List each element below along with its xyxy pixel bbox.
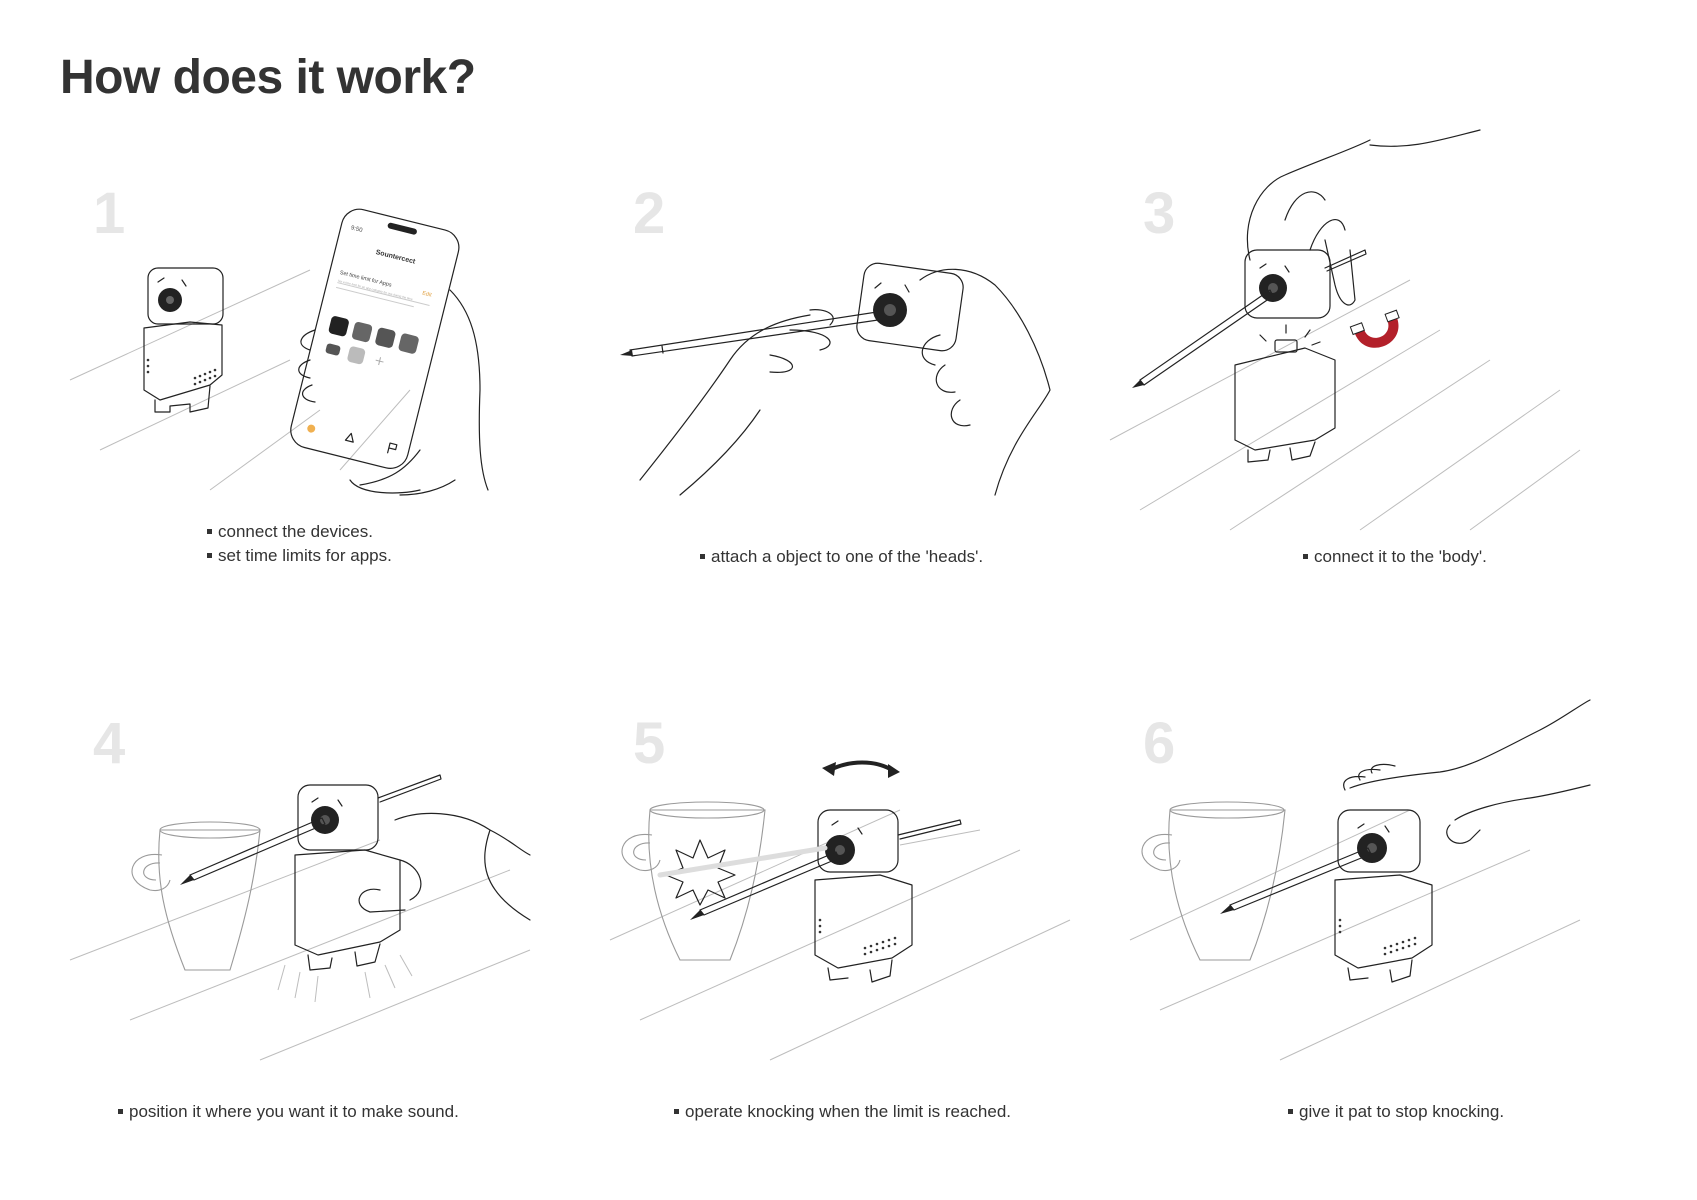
step-3-illustration bbox=[1109, 129, 1581, 531]
caption-text: operate knocking when the limit is reach… bbox=[685, 1102, 1012, 1121]
add-icon bbox=[375, 357, 384, 366]
mug-icon bbox=[621, 801, 766, 961]
step-1-caption: connect the devices. set time limits for… bbox=[207, 520, 392, 568]
step-4: 4 position it where you want it to make bbox=[60, 680, 620, 1200]
pencil-icon bbox=[1220, 847, 1372, 914]
robot-icon bbox=[143, 267, 224, 413]
step-4-caption: position it where you want it to make so… bbox=[118, 1100, 459, 1124]
step-3-caption: connect it to the 'body'. bbox=[1303, 545, 1487, 569]
step-number: 1 bbox=[93, 181, 126, 246]
step-5-caption: operate knocking when the limit is reach… bbox=[674, 1100, 1011, 1124]
step-6: 6 give it pa bbox=[1110, 680, 1670, 1200]
phone-edit-label: Edit bbox=[422, 291, 433, 299]
bullet-icon bbox=[674, 1109, 679, 1115]
youtube-icon bbox=[325, 343, 341, 356]
facebook-icon bbox=[375, 327, 396, 348]
bullet-icon bbox=[207, 529, 212, 535]
robot-head-icon bbox=[297, 784, 379, 851]
step-number: 3 bbox=[1143, 181, 1176, 246]
app-icons bbox=[325, 316, 419, 366]
nav-flag-icon bbox=[387, 442, 398, 454]
step-4-illustration bbox=[69, 774, 531, 1061]
magnet-icon bbox=[1349, 309, 1400, 348]
twitter-icon bbox=[398, 333, 419, 354]
step-number: 5 bbox=[633, 711, 666, 776]
mug-icon bbox=[131, 821, 261, 971]
page-title: How does it work? bbox=[60, 51, 476, 104]
mug-icon bbox=[1141, 801, 1286, 961]
tiktok-icon bbox=[328, 316, 349, 337]
pencil-icon bbox=[180, 774, 442, 885]
impact-burst-icon bbox=[665, 839, 736, 906]
nav-home-icon bbox=[307, 424, 316, 433]
robot-body-icon bbox=[1234, 324, 1336, 463]
rotate-arrow-icon bbox=[829, 760, 894, 772]
nav-star-icon bbox=[344, 432, 354, 443]
bullet-icon bbox=[207, 553, 212, 559]
step-1: 1 9:50 Sountercect Set time limit for Ap… bbox=[60, 150, 620, 670]
step-5: 5 bbox=[600, 680, 1160, 1200]
robot-body-icon bbox=[277, 849, 413, 1003]
step-number: 2 bbox=[633, 181, 666, 246]
step-number: 4 bbox=[93, 711, 126, 776]
phone-time: 9:50 bbox=[350, 225, 363, 234]
pencil-icon bbox=[690, 819, 981, 920]
pencil-icon bbox=[1132, 249, 1367, 388]
motion-trail bbox=[657, 845, 828, 878]
step-number: 6 bbox=[1143, 711, 1176, 776]
step-6-illustration bbox=[1129, 699, 1591, 1061]
robot-head-icon bbox=[856, 262, 964, 352]
caption-text: position it where you want it to make so… bbox=[129, 1102, 459, 1121]
step-6-caption: give it pat to stop knocking. bbox=[1288, 1100, 1504, 1124]
caption-text: connect the devices. bbox=[218, 522, 373, 541]
bullet-icon bbox=[118, 1109, 123, 1115]
step-3: 3 connect it to the 'body'. bbox=[1109, 129, 1670, 670]
phone-app-name: Sountercect bbox=[375, 249, 417, 266]
smartphone-icon: 9:50 Sountercect Set time limit for Apps… bbox=[290, 208, 460, 469]
caption-text: attach a object to one of the 'heads'. bbox=[711, 547, 984, 566]
bullet-icon bbox=[700, 554, 705, 560]
step-2: 2 attach a object to one of the 'heads'. bbox=[600, 150, 1160, 670]
bullet-icon bbox=[1288, 1109, 1293, 1115]
robot-body-icon bbox=[814, 874, 913, 983]
pencil-icon bbox=[620, 309, 893, 357]
caption-text: set time limits for apps. bbox=[218, 546, 392, 565]
step-1-illustration: 9:50 Sountercect Set time limit for Apps… bbox=[69, 208, 489, 496]
step-5-illustration bbox=[609, 760, 1071, 1061]
robot-head-icon bbox=[817, 809, 899, 873]
instagram-icon bbox=[352, 321, 373, 343]
caption-text: connect it to the 'body'. bbox=[1314, 547, 1487, 566]
snapchat-icon bbox=[347, 346, 366, 365]
robot-body-icon bbox=[1334, 874, 1433, 983]
caption-text: give it pat to stop knocking. bbox=[1299, 1102, 1505, 1121]
step-2-caption: attach a object to one of the 'heads'. bbox=[700, 545, 983, 569]
bullet-icon bbox=[1303, 554, 1308, 560]
step-2-illustration bbox=[620, 262, 1051, 496]
robot-head-icon bbox=[1244, 249, 1331, 319]
